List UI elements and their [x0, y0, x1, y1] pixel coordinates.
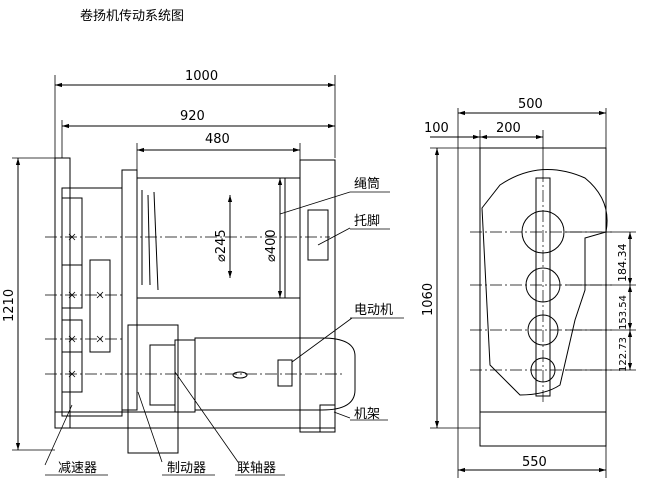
side-extension-lines	[430, 108, 636, 478]
support-bearing	[307, 209, 329, 261]
coupling-body	[149, 344, 176, 406]
label-coupling: 联轴器	[237, 461, 276, 476]
label-rope-drum: 绳筒	[354, 176, 380, 192]
gear-block-2	[89, 259, 111, 353]
gear-block-1	[61, 197, 83, 309]
dim-100: 100	[424, 121, 449, 136]
front-view	[12, 75, 404, 476]
label-brake: 制动器	[167, 461, 206, 476]
side-base-plate	[479, 411, 607, 447]
dim-920: 920	[180, 109, 205, 124]
dim-122-73: 122.73	[618, 337, 629, 372]
label-motor: 电动机	[354, 303, 393, 318]
motor-nameplate	[232, 371, 248, 379]
gear-block-3	[61, 319, 83, 393]
label-reducer: 减速器	[58, 461, 97, 476]
front-leaders	[44, 191, 353, 466]
dim-200: 200	[496, 121, 521, 136]
dim-500: 500	[518, 97, 543, 112]
label-support-foot: 托脚	[354, 213, 380, 229]
frame-foot	[319, 404, 336, 433]
dim-1210: 1210	[2, 289, 17, 322]
gearbox-casing	[481, 169, 608, 396]
dim-dia-245: ⌀245	[214, 229, 229, 262]
dim-153-54: 153.54	[618, 295, 629, 330]
side-view	[430, 108, 636, 478]
dim-550: 550	[522, 455, 547, 470]
label-frame: 机架	[354, 407, 380, 422]
reducer-inner-housing	[61, 187, 123, 417]
brake-housing	[127, 324, 179, 454]
diagram-title: 卷扬机传动系统图	[80, 8, 184, 24]
shaft-crosses	[68, 233, 104, 378]
dim-1060: 1060	[421, 283, 436, 316]
motor-body	[194, 337, 356, 411]
front-extension-lines	[12, 75, 336, 451]
motor-terminal-box	[277, 359, 293, 387]
side-center-lines	[470, 170, 612, 405]
dim-480: 480	[205, 132, 230, 147]
dim-184-34: 184.34	[616, 244, 629, 283]
front-label-underlines	[45, 191, 404, 476]
drum-hatch	[147, 194, 151, 286]
support-foot-plate	[299, 159, 336, 433]
drum-hatch	[153, 191, 159, 291]
dim-1000: 1000	[185, 69, 218, 84]
dim-dia-400: ⌀400	[264, 229, 279, 262]
